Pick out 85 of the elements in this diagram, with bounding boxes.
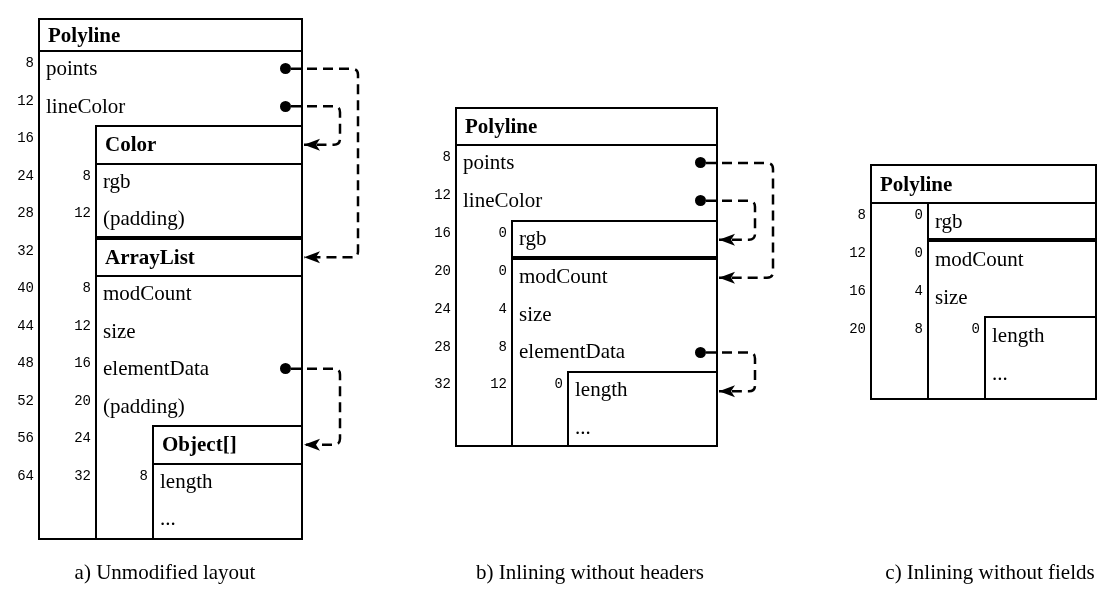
offset-number: 8	[914, 320, 923, 339]
offset-number: 40	[17, 279, 34, 298]
field-name: rgb	[935, 208, 963, 235]
panel-caption: b) Inlining without headers	[476, 560, 704, 585]
offset-number: 4	[914, 282, 923, 301]
offset-number: 24	[74, 429, 91, 448]
offset-number: 8	[82, 166, 91, 186]
class-name: Object[]	[154, 427, 301, 465]
dashed-pointer-arrow	[291, 105, 342, 151]
offset-number: 8	[82, 279, 91, 298]
field-name: length	[160, 462, 291, 500]
class-box	[38, 18, 303, 540]
offset-number: 12	[74, 316, 91, 336]
field-name: rgb	[103, 162, 291, 200]
offset-number: 0	[498, 261, 507, 281]
offset-number: 24	[17, 166, 34, 186]
field-name: ...	[575, 409, 706, 448]
dashed-pointer-arrow	[291, 367, 342, 451]
field-name: ...	[992, 354, 1085, 392]
dashed-pointer-arrow	[706, 199, 757, 246]
panel-caption: a) Unmodified layout	[74, 560, 256, 585]
class-box	[455, 107, 718, 447]
offset-number: 8	[442, 148, 451, 167]
offset-number: 32	[17, 241, 34, 261]
offset-number: 20	[849, 320, 866, 339]
offset-number: 12	[849, 244, 866, 263]
offset-number: 28	[434, 337, 451, 357]
field-name: (padding)	[103, 200, 291, 238]
offset-number: 8	[857, 206, 866, 225]
field-name: length	[992, 316, 1085, 354]
field-name: modCount	[103, 275, 291, 313]
offset-number: 0	[914, 244, 923, 263]
field-name: (padding)	[103, 387, 291, 425]
field-name: ...	[160, 500, 291, 538]
offset-number: 20	[434, 261, 451, 281]
field-box	[927, 202, 1097, 240]
offset-number: 8	[498, 337, 507, 357]
offset-number: 48	[17, 354, 34, 373]
offset-number: 12	[74, 204, 91, 223]
inlined-field-box	[927, 240, 1097, 400]
offset-number: 32	[434, 375, 451, 395]
dashed-pointer-arrow	[706, 351, 757, 398]
class-box	[95, 237, 303, 540]
offset-number: 16	[434, 223, 451, 243]
class-box	[152, 425, 303, 540]
offset-number: 12	[17, 91, 34, 111]
offset-number: 0	[498, 223, 507, 243]
offset-number: 64	[17, 466, 34, 486]
inlined-field-box	[567, 371, 718, 447]
offset-number: 16	[74, 354, 91, 373]
dashed-pointer-arrow	[706, 161, 775, 284]
field-name: size	[103, 312, 291, 350]
field-box	[511, 219, 718, 258]
class-box	[870, 164, 1097, 400]
dashed-pointer-arrow	[291, 67, 360, 264]
offset-number: 4	[498, 299, 507, 319]
field-name: size	[935, 278, 1085, 316]
offset-number: 44	[17, 316, 34, 336]
class-name: ArrayList	[97, 239, 301, 277]
offset-number: 28	[17, 204, 34, 223]
field-name: modCount	[935, 240, 1085, 278]
field-name: size	[519, 295, 706, 334]
offset-number: 16	[17, 129, 34, 148]
inlined-field-box	[984, 316, 1097, 400]
class-name: Polyline	[872, 166, 1095, 204]
offset-number: 56	[17, 429, 34, 448]
field-name: modCount	[519, 257, 706, 296]
offset-number: 12	[434, 185, 451, 205]
offset-number: 20	[74, 391, 91, 411]
offset-number: 16	[849, 282, 866, 301]
inlined-field-box	[511, 257, 718, 447]
offset-number: 24	[434, 299, 451, 319]
offset-number: 8	[25, 54, 34, 73]
offset-number: 12	[490, 375, 507, 395]
class-name: Color	[97, 127, 301, 165]
offset-number: 52	[17, 391, 34, 411]
field-name: length	[575, 371, 706, 410]
class-box	[95, 125, 303, 238]
field-name: rgb	[519, 224, 547, 252]
offset-number: 0	[971, 320, 980, 339]
offset-number: 0	[554, 375, 563, 395]
offset-number: 32	[74, 466, 91, 486]
offset-number: 0	[914, 206, 923, 225]
panel-caption: c) Inlining without fields	[885, 560, 1095, 585]
offset-number: 8	[139, 466, 148, 486]
